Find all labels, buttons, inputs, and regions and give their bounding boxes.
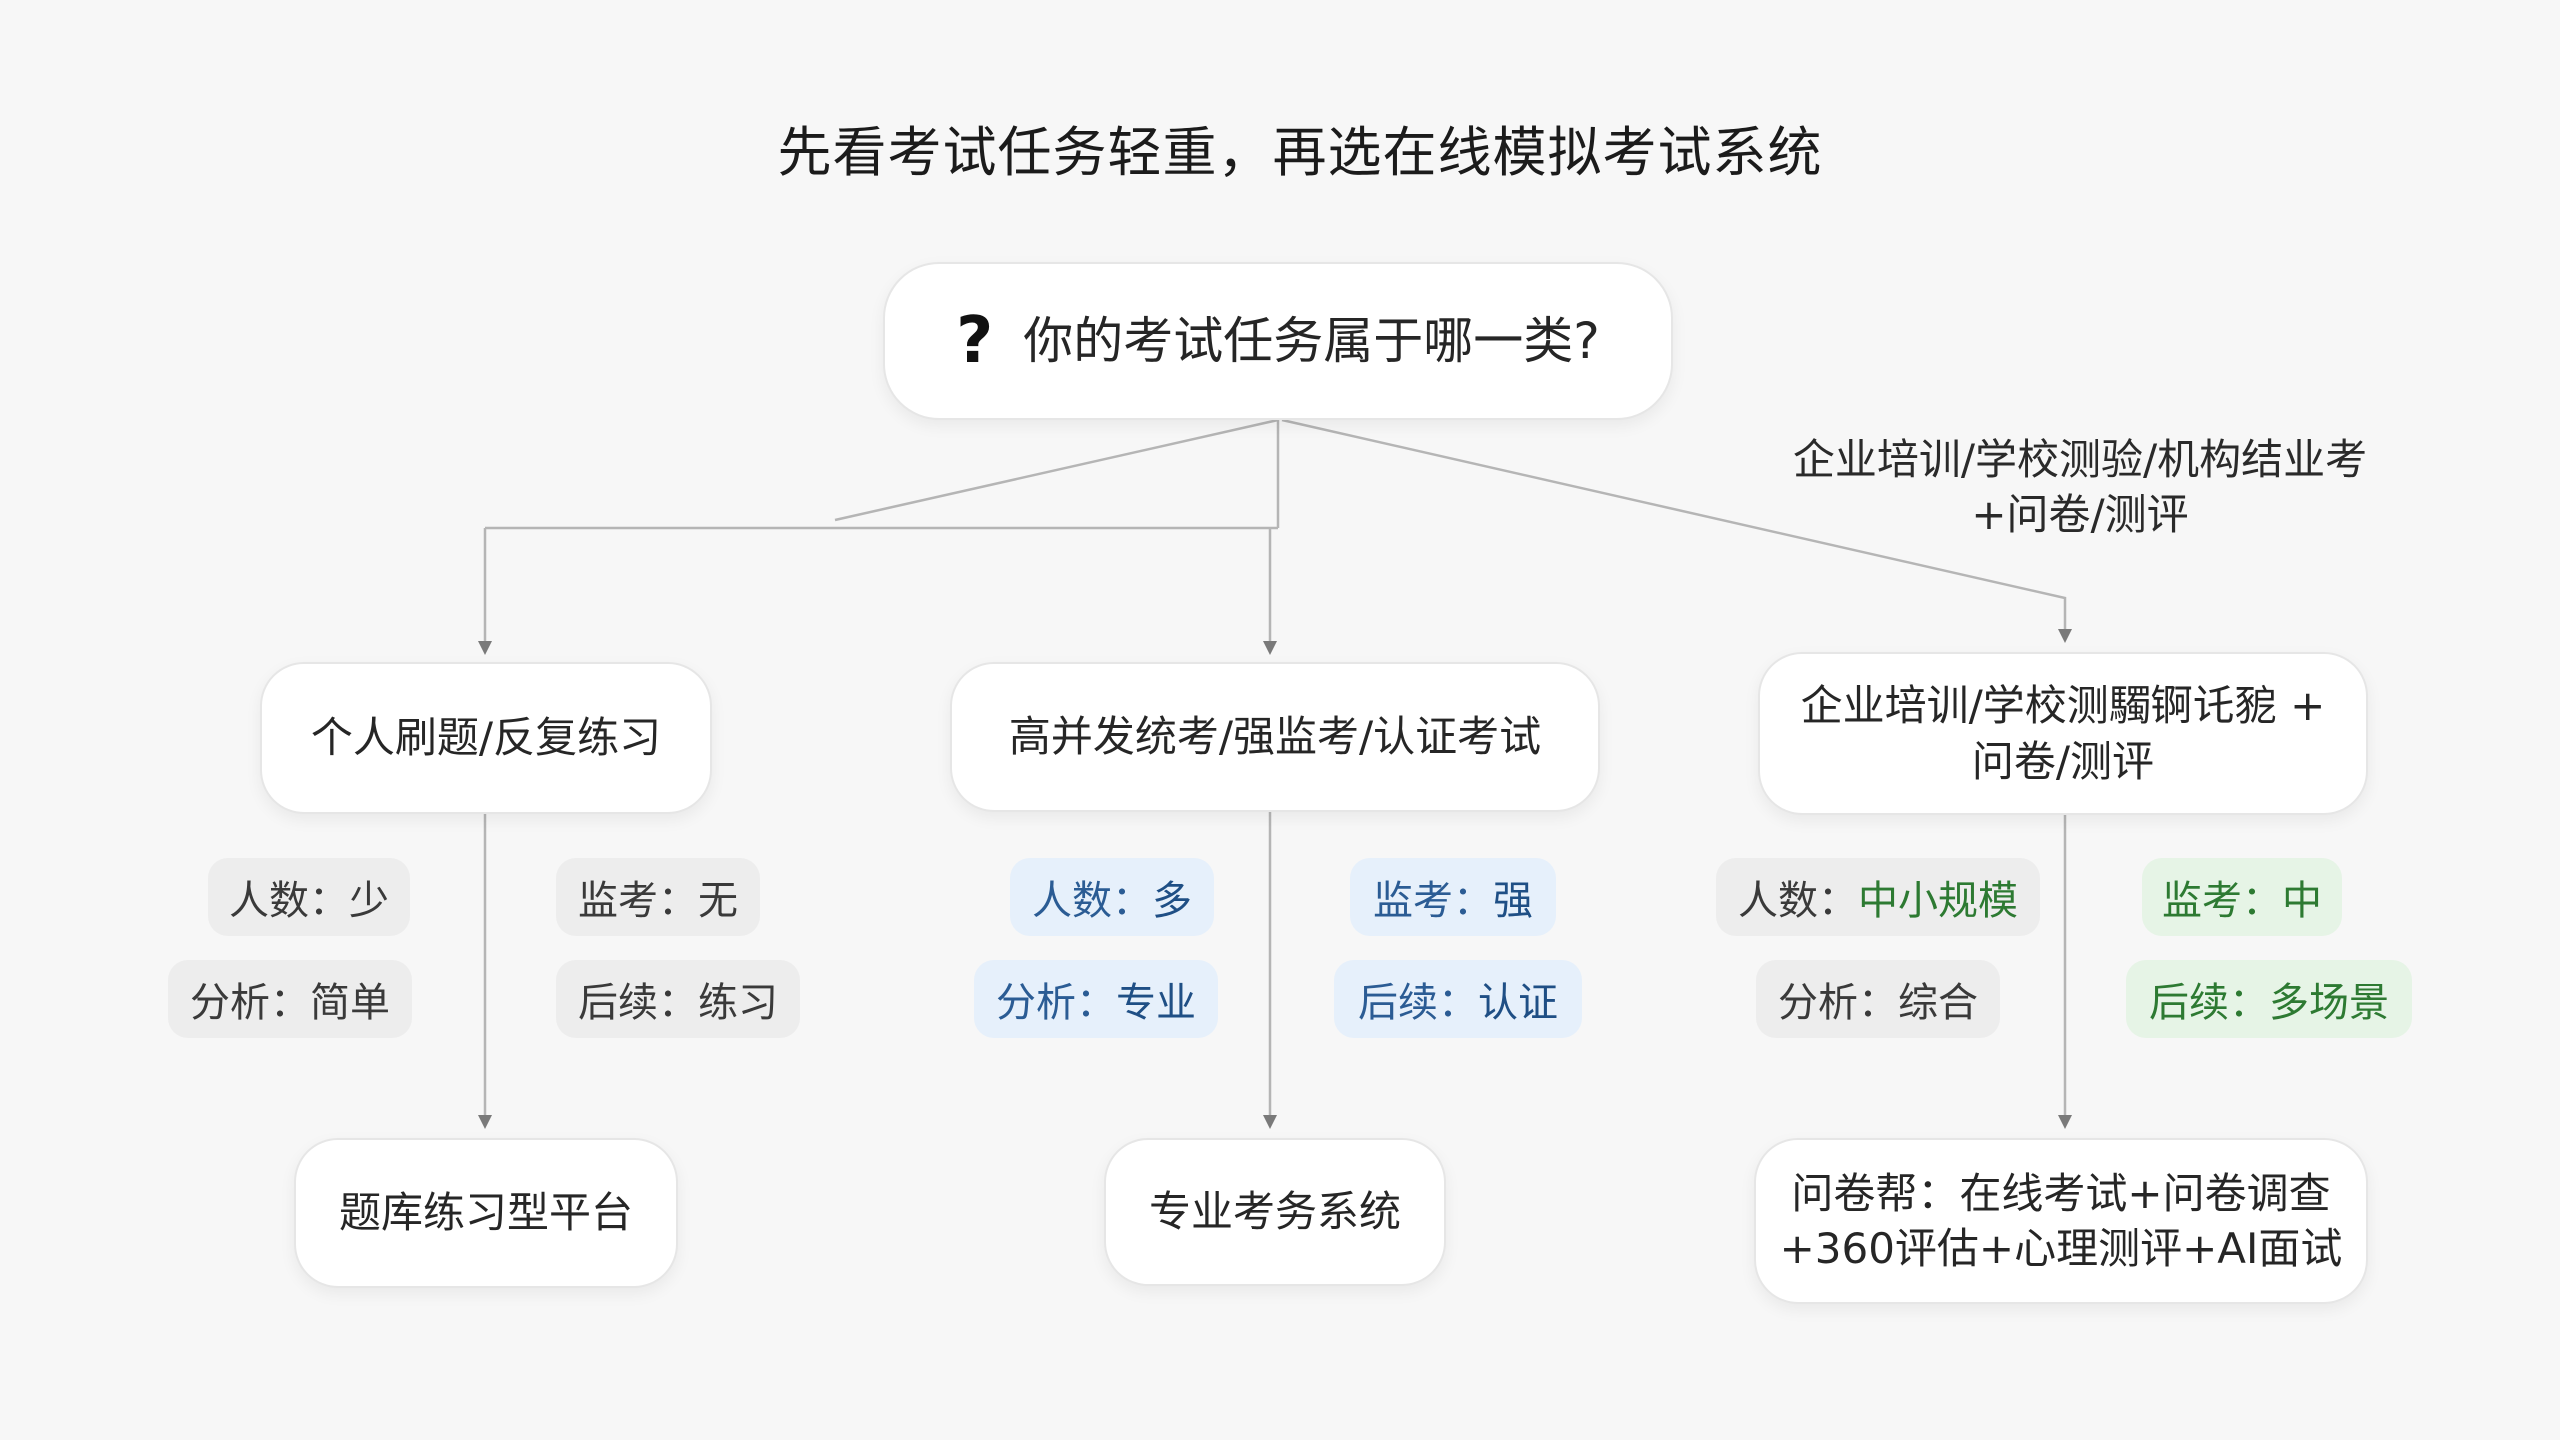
tag-value: 专业 xyxy=(1116,980,1196,1026)
tag-followup: 后续：练习 xyxy=(556,960,800,1038)
tag-key: 人数： xyxy=(1032,878,1152,924)
tag-followup: 后续：认证 xyxy=(1334,960,1582,1038)
branch-note-line-1: 企业培训/学校测验/机构结业考 xyxy=(1792,435,2368,484)
category-node-enterprise: 企业培训/学校测䮷锕讬豟 + 问卷/测评 xyxy=(1758,652,2368,815)
result-node-wenjuanbang: 问卷帮：在线考试+问卷调查 +360评估+心理测评+AI面试 xyxy=(1754,1138,2368,1304)
category-label-line-2: 问卷/测评 xyxy=(1971,736,2155,786)
category-node-certification: 高并发统考/强监考/认证考试 xyxy=(950,662,1600,812)
tag-value: 综合 xyxy=(1898,980,1978,1026)
tag-value: 简单 xyxy=(310,980,390,1026)
tag-people: 人数：中小规模 xyxy=(1716,858,2040,936)
tag-key: 后续： xyxy=(2149,980,2269,1026)
result-label-line-1: 问卷帮：在线考试+问卷调查 xyxy=(1791,1168,2331,1218)
tag-value: 认证 xyxy=(1478,980,1558,1026)
category-label: 个人刷题/反复练习 xyxy=(310,713,662,763)
tag-key: 监考： xyxy=(2162,878,2282,924)
tag-value: 练习 xyxy=(698,980,778,1026)
branch-note-line-2: +问卷/测评 xyxy=(1971,490,2189,540)
tag-value: 中小规模 xyxy=(1858,878,2018,924)
tag-analysis: 分析：综合 xyxy=(1756,960,2000,1038)
tag-key: 分析： xyxy=(1778,980,1898,1026)
result-label: 题库练习型平台 xyxy=(338,1188,633,1238)
tag-value: 少 xyxy=(349,878,389,924)
result-label: 专业考务系统 xyxy=(1148,1187,1401,1237)
category-node-practice: 个人刷题/反复练习 xyxy=(260,662,712,814)
question-mark-icon: ? xyxy=(956,303,994,378)
tag-analysis: 分析：简单 xyxy=(168,960,412,1038)
tag-proctor: 监考：强 xyxy=(1350,858,1556,936)
tag-proctor: 监考：无 xyxy=(556,858,760,936)
tag-value: 中 xyxy=(2282,878,2322,924)
result-node-exam-system: 专业考务系统 xyxy=(1104,1138,1446,1286)
tag-value: 无 xyxy=(698,878,738,924)
tag-people: 人数：少 xyxy=(208,858,410,936)
tag-key: 后续： xyxy=(1358,980,1478,1026)
result-label-line-2: +360评估+心理测评+AI面试 xyxy=(1779,1224,2343,1273)
tag-value: 多场景 xyxy=(2269,980,2389,1026)
tag-key: 分析： xyxy=(190,980,310,1026)
branch-note: 企业培训/学校测验/机构结业考 +问卷/测评 xyxy=(1770,432,2390,543)
tag-key: 人数： xyxy=(1738,878,1858,924)
category-label: 高并发统考/强监考/认证考试 xyxy=(1008,712,1542,762)
tag-value: 强 xyxy=(1493,878,1533,924)
connector-root-right-diagonal xyxy=(1281,418,2072,643)
tag-people: 人数：多 xyxy=(1010,858,1214,936)
question-node: ? 你的考试任务属于哪一类? xyxy=(883,262,1673,420)
tag-value: 多 xyxy=(1152,878,1192,924)
category-label-line-1: 企业培训/学校测䮷锕讬豟 + xyxy=(1800,681,2326,731)
connector-root-left-diagonal xyxy=(834,418,1279,522)
tag-key: 后续： xyxy=(578,980,698,1026)
tag-followup: 后续：多场景 xyxy=(2126,960,2412,1038)
question-text: 你的考试任务属于哪一类? xyxy=(1023,312,1600,370)
tag-key: 人数： xyxy=(229,878,349,924)
tag-key: 监考： xyxy=(578,878,698,924)
tag-analysis: 分析：专业 xyxy=(974,960,1218,1038)
tag-key: 监考： xyxy=(1373,878,1493,924)
diagram-title: 先看考试任务轻重，再选在线模拟考试系统 xyxy=(777,121,1823,184)
tag-key: 分析： xyxy=(996,980,1116,1026)
result-node-practice-platform: 题库练习型平台 xyxy=(294,1138,678,1288)
tag-proctor: 监考：中 xyxy=(2142,858,2342,936)
